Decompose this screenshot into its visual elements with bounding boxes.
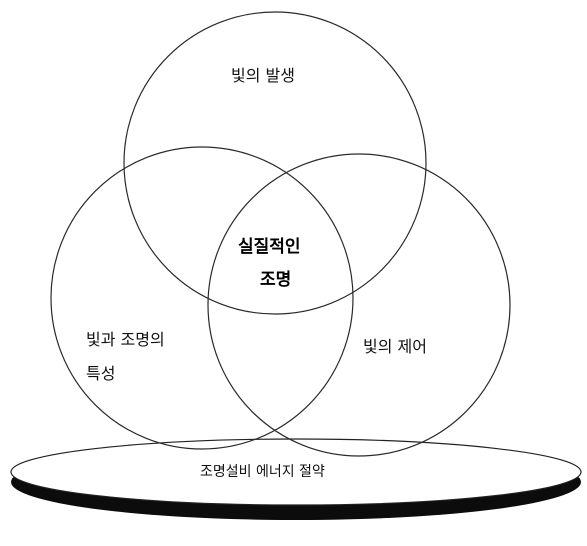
label-base: 조명설비 에너지 절약 [200, 464, 325, 480]
circle-left [50, 146, 354, 450]
base-top [10, 438, 582, 506]
base-platform [10, 438, 582, 520]
label-center-line2: 조명 [260, 270, 291, 290]
label-right: 빛의 제어 [363, 337, 427, 356]
label-top: 빛의 발생 [231, 66, 295, 85]
label-left-line1: 빛과 조명의 [86, 330, 165, 349]
label-center-line1: 실질적인 [238, 236, 301, 257]
circle-top [123, 11, 427, 315]
circle-right [207, 153, 511, 457]
label-left-line2: 특성 [86, 364, 115, 383]
